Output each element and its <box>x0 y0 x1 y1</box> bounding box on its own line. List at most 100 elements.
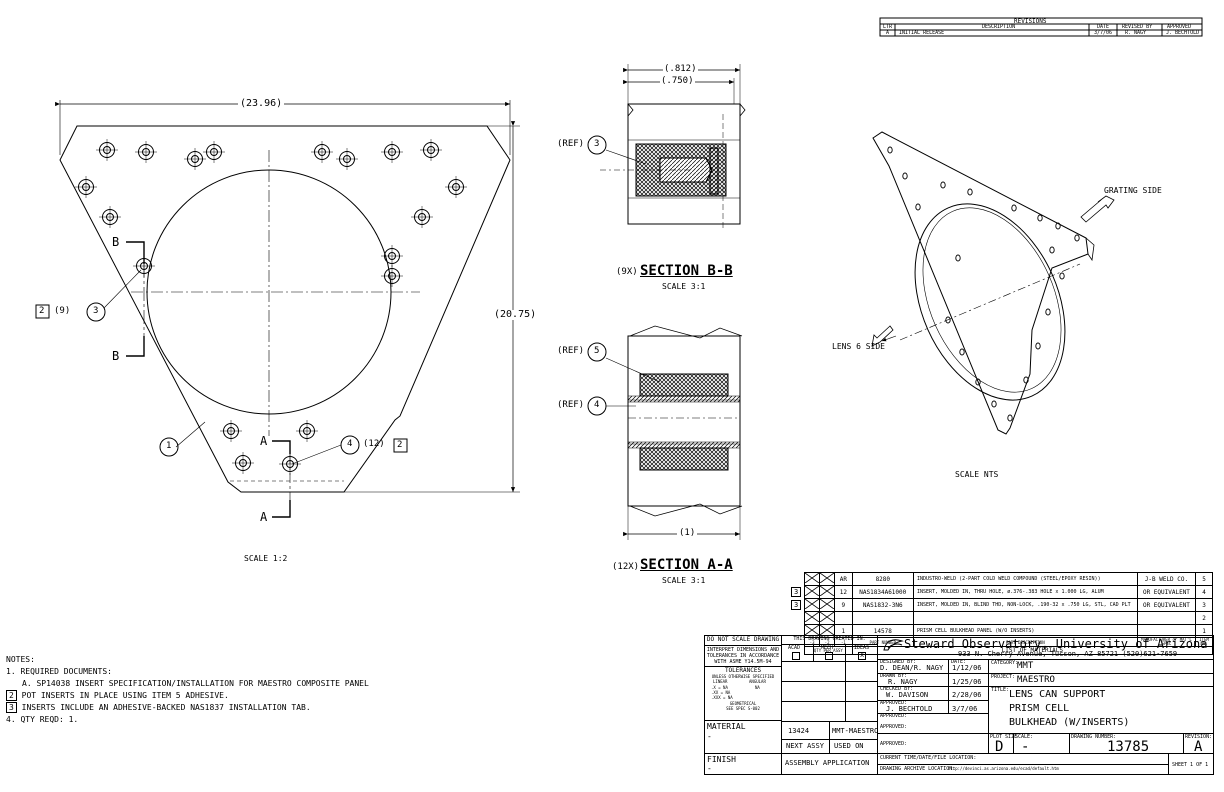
ref-label-bb: (REF) <box>557 139 585 149</box>
bom-item: 4 <box>1195 585 1213 599</box>
bom-mfr: OR EQUIVALENT <box>1136 585 1197 599</box>
bom-q2 <box>819 585 836 599</box>
ideas: IDEAS <box>854 645 870 651</box>
bom-qty: 9 <box>834 598 853 612</box>
iso-hole <box>955 254 961 262</box>
callout-right-qty: (12) <box>363 439 385 449</box>
section-bb-view <box>587 64 746 230</box>
grating-side: GRATING SIDE <box>1104 186 1162 195</box>
scale-label: SCALE: <box>1015 734 1034 740</box>
acad-checkbox <box>792 652 800 660</box>
mech-checkbox <box>825 652 833 660</box>
front-scale: SCALE 1:2 <box>244 554 288 563</box>
iso-hole <box>1007 414 1013 422</box>
archive-url: http://devinci.as.arizona.edu/ecad/defau… <box>948 766 1059 771</box>
iso-hole <box>1011 204 1017 212</box>
acad: ACAD <box>788 645 801 651</box>
iso-hole <box>1049 246 1055 254</box>
dim-inner: (.750) <box>660 76 695 86</box>
bom-part: NAS1832-3N6 <box>851 598 914 612</box>
bom-q2 <box>819 572 836 586</box>
bom-q3 <box>804 572 821 586</box>
plot-size-label: PLOT SIZE <box>990 734 1018 740</box>
approved-date: 3/7/06 <box>952 705 978 713</box>
section-bb-qty: (9X) <box>616 267 638 277</box>
finish-label: FINISH <box>707 755 736 764</box>
bom-flag: 3 <box>791 587 802 597</box>
bom-q3 <box>804 611 821 625</box>
bulkhead-outline <box>59 125 511 493</box>
revision: A <box>1194 739 1203 755</box>
bom-item: 5 <box>1195 572 1213 586</box>
designed-date: 1/12/06 <box>952 664 982 672</box>
bom-part: NAS1834A61000 <box>851 585 914 599</box>
rev-hdr-revised: REVISED BY <box>1122 24 1153 30</box>
unless: UNLESS OTHERWISE SPECIFIED <box>711 674 775 679</box>
title-line-1: LENS CAN SUPPORT <box>1009 689 1106 700</box>
note-2: POT INSERTS IN PLACE USING ITEM 5 ADHESI… <box>21 691 229 700</box>
do-not-scale: DO NOT SCALE DRAWING <box>705 636 781 646</box>
isometric-view <box>871 131 1115 435</box>
notes-heading: NOTES: <box>6 655 35 664</box>
iso-scale: SCALE NTS <box>955 470 999 479</box>
revisions-title: REVISIONS <box>1014 18 1047 25</box>
see-spec: SEE SPEC S-002 <box>726 706 760 711</box>
geometrical: GEOMETRICAL <box>729 701 757 706</box>
rev-hdr-desc: DESCRIPTION <box>982 24 1016 30</box>
tol-xx: .XX = NA <box>711 690 731 695</box>
note-4: 4. QTY REQD: 1. <box>6 715 79 724</box>
title-line-2: PRISM CELL <box>1009 703 1070 714</box>
approved3-label: APPROVED: <box>880 724 908 730</box>
bom-desc <box>912 611 1138 625</box>
iso-insert-holes <box>887 146 1080 422</box>
callout-left-qty: (9) <box>54 306 71 316</box>
approved2-label: APPROVED: <box>880 713 908 719</box>
iso-hole <box>975 378 981 386</box>
dim-bottom: (1) <box>677 528 698 538</box>
bom-qty: 12 <box>834 585 853 599</box>
scale-value: - <box>1021 739 1030 755</box>
plot-size: D <box>995 739 1004 755</box>
bom-mfr <box>1136 611 1197 625</box>
cut-b-bottom: B <box>112 349 120 363</box>
rev-by: R. NAGY <box>1125 30 1147 36</box>
tolerances: TOLERANCES <box>705 666 781 674</box>
rev-approved: J. BECHTOLD <box>1166 30 1200 36</box>
bom-desc: INDUSTRO-WELD (2-PART COLD WELD COMPOUND… <box>912 572 1138 586</box>
bom-q3 <box>804 598 821 612</box>
current-time-label: CURRENT TIME/DATE/FILE LOCATION: <box>880 755 977 761</box>
project-label: PROJECT: <box>991 674 1016 680</box>
used-on-value: MMT-MAESTRO <box>832 727 879 735</box>
tol-xxx: .XXX = NA <box>711 695 733 700</box>
rev-ltr: A <box>886 30 890 36</box>
bom-qty: AR <box>834 572 853 586</box>
bom-desc: INSERT, MOLDED IN, THRU HOLE, ø.376-.383… <box>912 585 1138 599</box>
bom-desc: INSERT, MOLDED IN, BLIND THD, NON-LOCK, … <box>912 598 1138 612</box>
drawing-number-label: DRAWING NUMBER: <box>1071 734 1117 740</box>
bom-q2 <box>819 598 836 612</box>
iso-hole <box>1074 234 1080 242</box>
lens-side: LENS 6 SIDE <box>832 342 885 351</box>
title-block: DO NOT SCALE DRAWING INTERPRET DIMENSION… <box>704 635 1214 775</box>
drawing-number: 13785 <box>1107 739 1150 755</box>
section-bb-title: SECTION B-B <box>640 263 733 279</box>
angular: ANGULAR <box>749 679 766 684</box>
rev-hdr-approved: APPROVED <box>1167 24 1192 30</box>
cut-a-bottom: A <box>260 510 268 524</box>
dim-height: (20.75) <box>494 309 537 320</box>
university-logo <box>883 639 904 651</box>
drawn-date: 1/25/06 <box>952 678 982 686</box>
bom-q3 <box>804 585 821 599</box>
ideas-checkbox: X <box>858 652 866 660</box>
drawn-by-label: DRAWN BY: <box>880 673 908 679</box>
bom-row: 2 <box>789 611 1213 625</box>
approved-label: APPROVED: <box>880 700 908 706</box>
dim-width: (23.96) <box>238 98 285 109</box>
callout-right-item: 4 <box>347 439 353 449</box>
checked-by-label: CHECKED BY: <box>880 686 914 692</box>
linear: LINEAR <box>713 679 728 684</box>
